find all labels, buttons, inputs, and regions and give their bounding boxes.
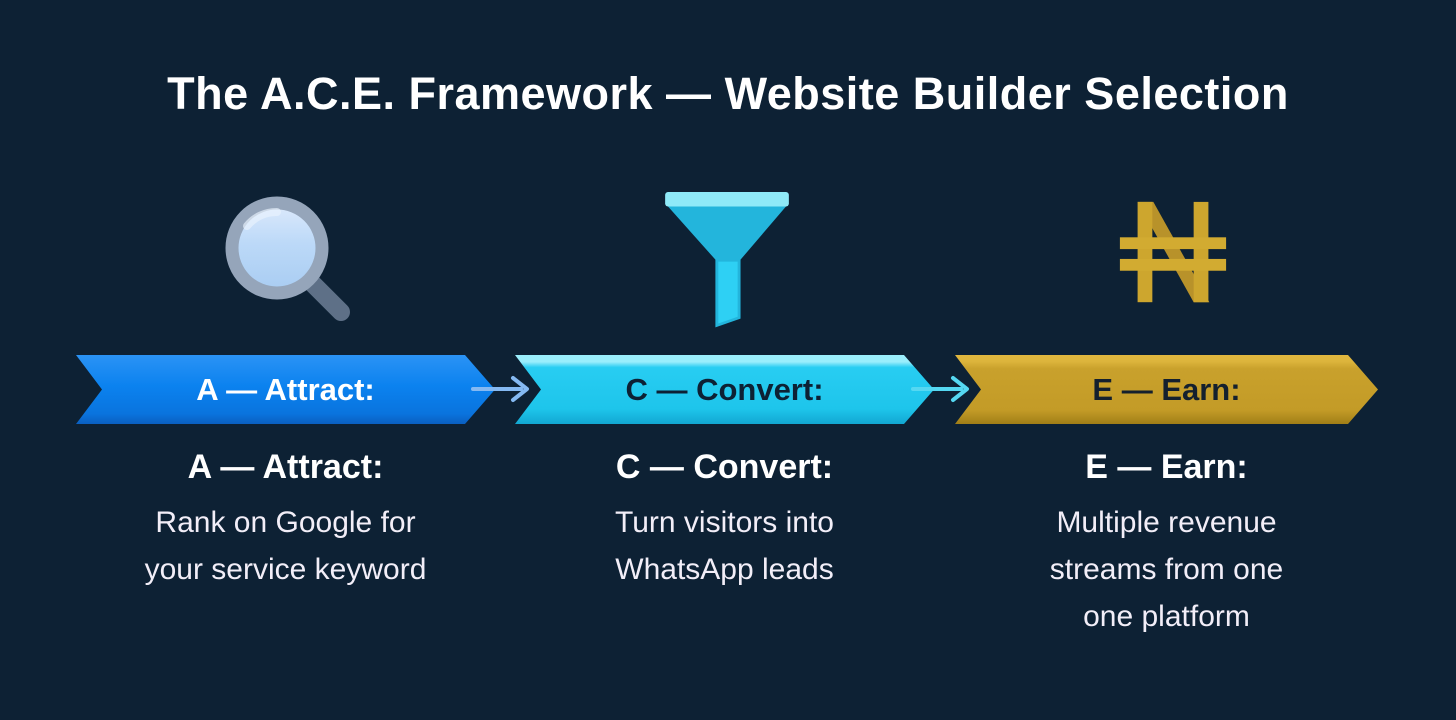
- funnel-icon: [663, 192, 791, 342]
- banner-earn: E — Earn:: [955, 355, 1378, 424]
- column-earn: E — Earn: Multiple revenue streams from …: [955, 448, 1378, 640]
- column-attract: A — Attract: Rank on Google for your ser…: [76, 448, 495, 593]
- arrow-right-icon: [471, 371, 537, 407]
- column-earn-line: streams from one: [1049, 553, 1284, 586]
- column-attract-heading: A — Attract:: [187, 448, 384, 486]
- banner-earn-label: E — Earn:: [1092, 371, 1241, 407]
- column-earn-line: Multiple revenue: [1056, 506, 1277, 539]
- column-attract-line: your service keyword: [144, 553, 427, 586]
- arrow-right-icon: [911, 371, 977, 407]
- column-earn-line: one platform: [1083, 600, 1250, 633]
- banner-attract-label: A — Attract:: [196, 371, 375, 407]
- column-attract-line: Rank on Google for: [155, 506, 416, 539]
- banner-attract: A — Attract:: [76, 355, 495, 424]
- column-convert-line: WhatsApp leads: [615, 553, 834, 586]
- naira-icon: [1114, 196, 1232, 319]
- banner-convert: C — Convert:: [515, 355, 934, 424]
- column-convert-heading: C — Convert:: [615, 448, 834, 486]
- column-convert: C — Convert: Turn visitors into WhatsApp…: [515, 448, 934, 593]
- column-convert-line: Turn visitors into: [615, 506, 834, 539]
- page-title: The A.C.E. Framework — Website Builder S…: [167, 68, 1289, 119]
- banner-convert-label: C — Convert:: [625, 371, 824, 407]
- magnifying-glass-icon: [213, 186, 353, 331]
- column-earn-heading: E — Earn:: [1085, 448, 1248, 486]
